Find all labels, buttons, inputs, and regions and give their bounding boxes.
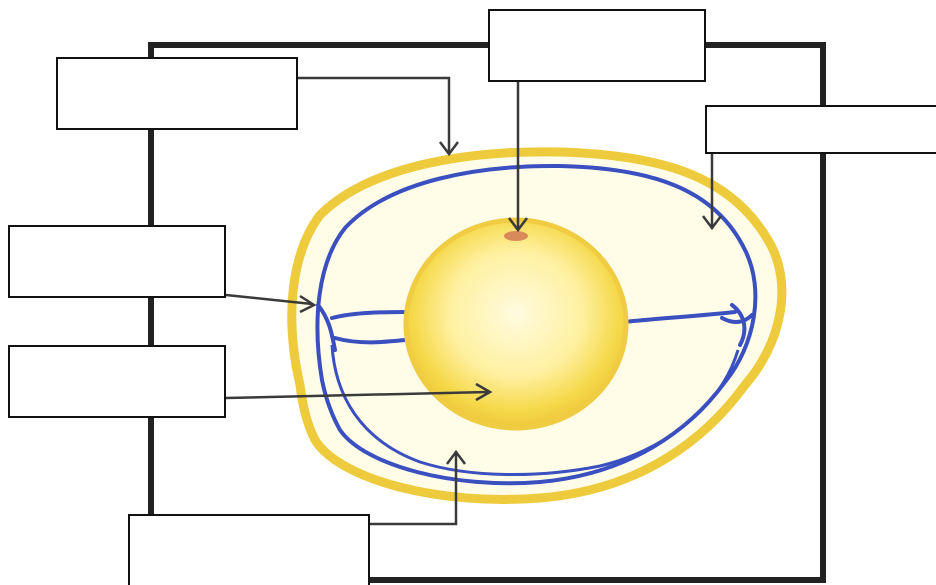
arrow-6: [370, 454, 458, 526]
label-box-6[interactable]: [128, 514, 370, 585]
right-chalaza: [622, 303, 754, 347]
arrow-5: [225, 390, 489, 400]
label-box-3[interactable]: [705, 105, 936, 154]
outer-membrane: [315, 163, 758, 486]
arrow-4: [225, 293, 313, 306]
yolk: [403, 217, 629, 431]
arrows: [225, 76, 722, 526]
arrow-1: [298, 76, 451, 152]
arrow-1-head: [439, 141, 459, 157]
arrow-2-head: [508, 217, 528, 233]
arrow-6-head: [446, 449, 466, 465]
arrow-4-head: [299, 294, 317, 314]
label-box-5[interactable]: [8, 345, 226, 418]
label-box-2[interactable]: [488, 9, 706, 82]
germinal-disc: [504, 231, 528, 241]
arrow-3-head: [702, 215, 722, 231]
label-box-1[interactable]: [56, 57, 298, 130]
label-box-4[interactable]: [8, 225, 226, 298]
arrow-5-head: [475, 382, 493, 402]
left-chalaza: [316, 303, 412, 352]
inner-membrane: [330, 344, 740, 477]
